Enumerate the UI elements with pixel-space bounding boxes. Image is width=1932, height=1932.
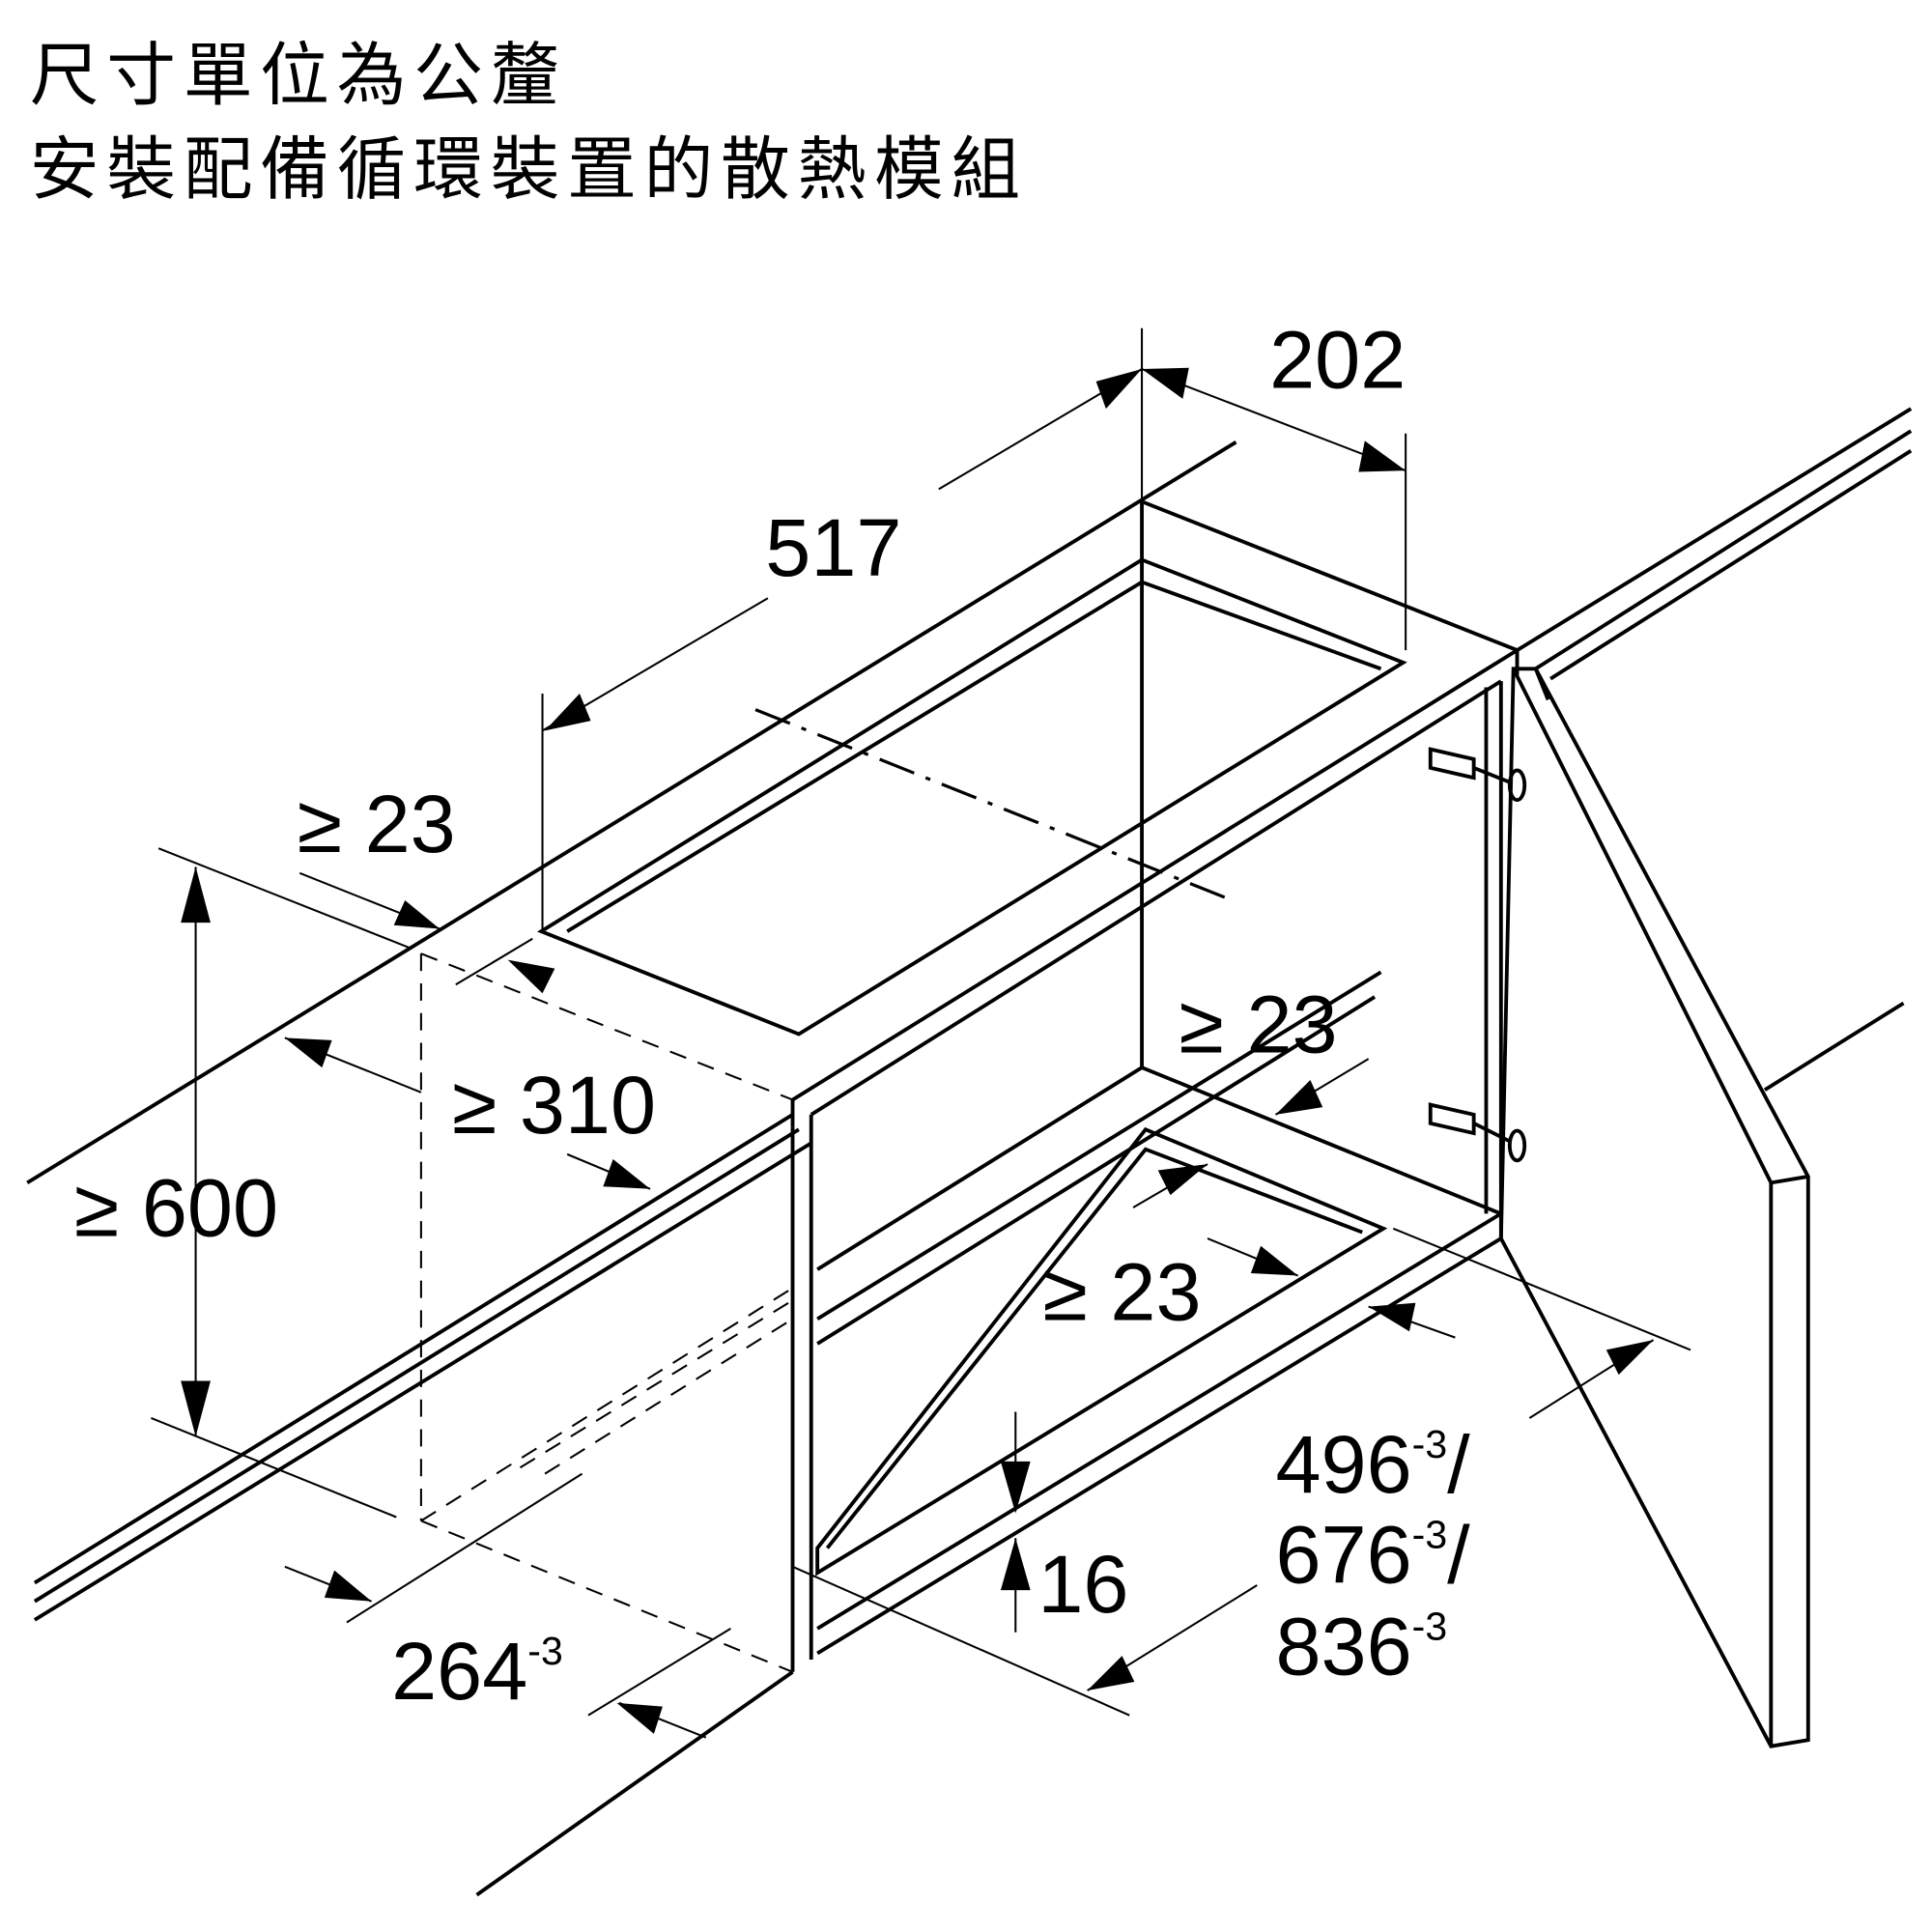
title-units: 尺寸單位為公釐 [30, 35, 567, 116]
dim-min-23-top: ≥ 23 [298, 778, 456, 869]
dim-width-496: 496-3/ [1276, 1418, 1471, 1510]
title-description: 安裝配備循環裝置的散熱模組 [30, 128, 1028, 210]
dim-517: 517 [765, 501, 901, 593]
cabinet-drawing [26, 407, 1913, 1897]
dim-202: 202 [1269, 313, 1406, 405]
dim-min-310: ≥ 310 [452, 1059, 656, 1151]
dimension-lines [151, 327, 1691, 1739]
dim-min-600: ≥ 600 [74, 1161, 278, 1253]
dim-16: 16 [1037, 1538, 1128, 1630]
dim-264: 264-3 [391, 1625, 563, 1717]
dim-width-836: 836-3 [1276, 1600, 1448, 1691]
dim-min-23-bottom: ≥ 23 [1042, 1246, 1201, 1338]
dim-min-23-right: ≥ 23 [1179, 979, 1338, 1070]
hinge-icon [1428, 1102, 1527, 1163]
dim-width-676: 676-3/ [1276, 1508, 1471, 1600]
hinge-icon [1428, 747, 1527, 803]
